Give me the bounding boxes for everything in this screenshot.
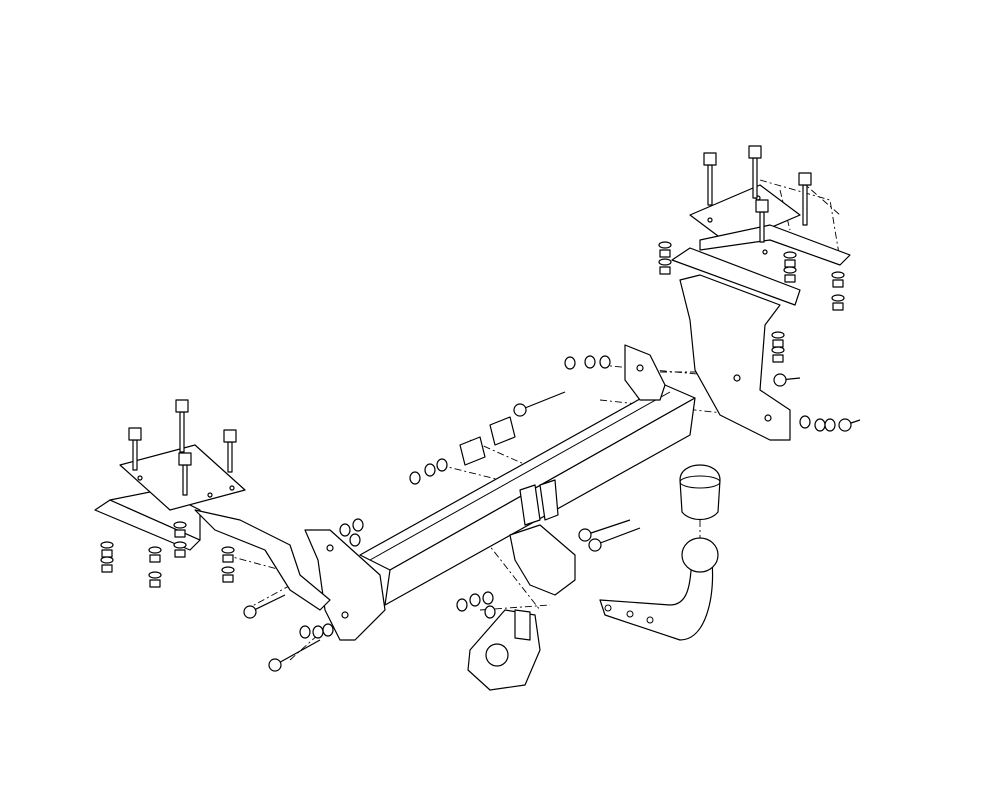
left-end-plate-hole xyxy=(341,611,349,619)
nut xyxy=(772,354,784,363)
nut xyxy=(659,249,671,258)
bolt-shank xyxy=(274,639,321,666)
washer xyxy=(564,356,576,370)
washer xyxy=(173,541,187,549)
washer xyxy=(771,331,785,339)
washer xyxy=(814,418,826,432)
right-side-bracket xyxy=(671,184,851,441)
bolt-head xyxy=(588,538,602,552)
bolt-head xyxy=(798,172,812,186)
spacer-block xyxy=(489,416,516,446)
nut xyxy=(832,279,844,288)
right-end-plate xyxy=(624,344,666,401)
washer xyxy=(469,593,481,607)
bolt-shank xyxy=(802,184,808,226)
tow-ball-cap xyxy=(679,464,721,521)
washer xyxy=(658,258,672,266)
washer xyxy=(221,566,235,574)
washer xyxy=(783,266,797,274)
washer xyxy=(424,463,436,477)
tow-ball xyxy=(681,537,719,573)
bolt-shank xyxy=(182,464,188,496)
nut xyxy=(222,574,234,583)
left-end-plate-hole xyxy=(326,544,334,552)
bolt-head xyxy=(178,452,192,466)
bolt-head xyxy=(268,658,282,672)
bolt-head xyxy=(578,528,592,542)
bolt-shank xyxy=(132,439,138,471)
washer xyxy=(799,415,811,429)
washer xyxy=(584,355,596,369)
washer xyxy=(349,533,361,547)
washer xyxy=(484,605,496,619)
bolt-head xyxy=(748,145,762,159)
nut xyxy=(174,529,186,538)
bolt-shank xyxy=(584,519,631,536)
bolt-shank xyxy=(707,164,713,206)
nut xyxy=(149,579,161,588)
tow-ball-neck xyxy=(599,537,719,641)
nut xyxy=(659,266,671,275)
nut xyxy=(222,554,234,563)
nut xyxy=(101,564,113,573)
washer xyxy=(436,458,448,472)
nut xyxy=(832,302,844,311)
crossbar-beam xyxy=(359,384,696,606)
bolt-shank xyxy=(227,441,233,473)
washer xyxy=(409,471,421,485)
bolt-shank xyxy=(594,527,641,546)
bolt-head xyxy=(243,605,257,619)
washer xyxy=(299,625,311,639)
spacer-block xyxy=(459,436,486,466)
bolt-shank xyxy=(519,391,566,411)
washer xyxy=(221,546,235,554)
left-side-bracket xyxy=(94,444,331,611)
washer xyxy=(831,294,845,302)
bolt-head xyxy=(223,429,237,443)
nut xyxy=(101,549,113,558)
left-end-plate xyxy=(304,529,386,641)
washer xyxy=(148,546,162,554)
washer xyxy=(312,625,324,639)
washer xyxy=(771,346,785,354)
washer xyxy=(339,523,351,537)
bolt-shank xyxy=(759,211,765,243)
bolt-head xyxy=(773,373,787,387)
nut xyxy=(772,339,784,348)
washer xyxy=(658,241,672,249)
bolt-shank xyxy=(752,157,758,199)
nut xyxy=(174,549,186,558)
bolt-head xyxy=(703,152,717,166)
washer xyxy=(352,518,364,532)
washer xyxy=(456,598,468,612)
washer xyxy=(148,571,162,579)
washer xyxy=(100,556,114,564)
ball-mount-bracket xyxy=(509,524,576,596)
nut xyxy=(784,274,796,283)
washer xyxy=(173,521,187,529)
right-end-plate-hole xyxy=(636,364,644,372)
bolt-shank xyxy=(179,411,185,453)
washer xyxy=(831,271,845,279)
socket-plate xyxy=(467,609,541,691)
bolt-head xyxy=(513,403,527,417)
fasteners xyxy=(100,145,861,672)
bolt-head xyxy=(838,418,852,432)
bolt-head xyxy=(755,199,769,213)
washer xyxy=(100,541,114,549)
washer xyxy=(824,418,836,432)
bolt-head xyxy=(128,427,142,441)
bolt-head xyxy=(175,399,189,413)
washer xyxy=(482,591,494,605)
washer xyxy=(322,623,334,637)
nut xyxy=(784,259,796,268)
center-bracket xyxy=(519,479,559,526)
washer xyxy=(599,355,611,369)
nut xyxy=(149,554,161,563)
washer xyxy=(783,251,797,259)
